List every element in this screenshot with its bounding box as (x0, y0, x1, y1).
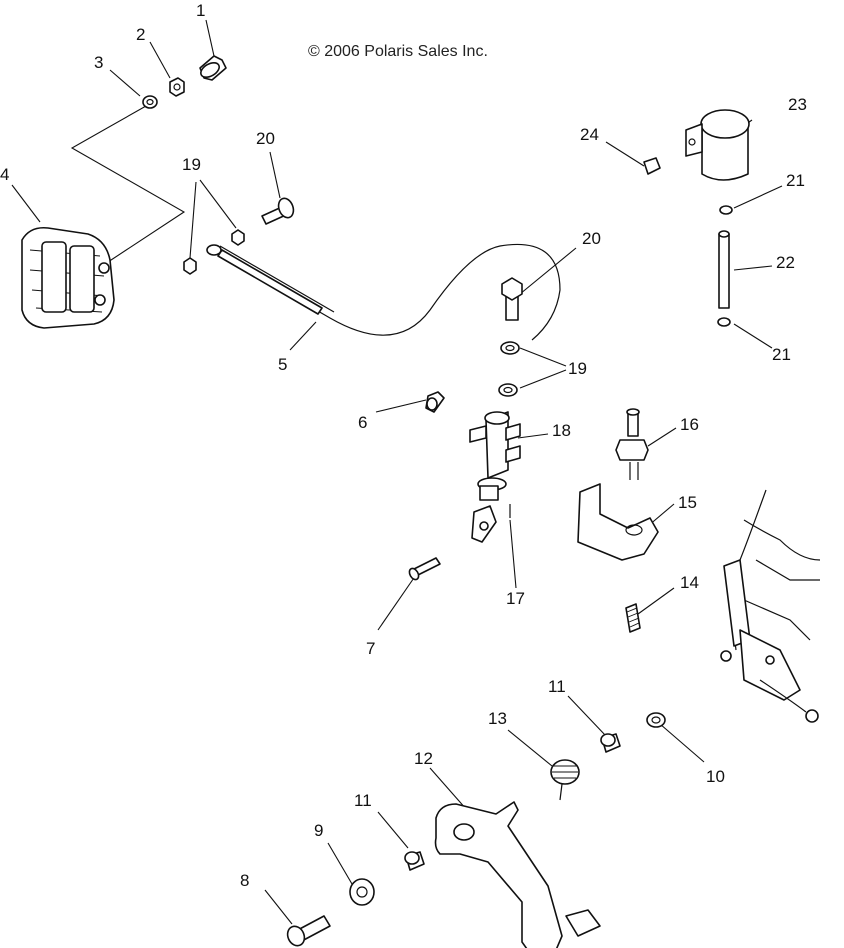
callout-15: 15 (678, 493, 697, 512)
part-9-washer (349, 878, 375, 906)
callout-20-upper: 20 (256, 129, 275, 148)
part-10-washer (646, 712, 666, 728)
part-8-pivot-bolt (286, 915, 331, 947)
part-21-clamp-lower (717, 317, 731, 327)
callout-21-lower: 21 (772, 345, 791, 364)
callout-9: 9 (314, 821, 323, 840)
callout-3: 3 (94, 53, 103, 72)
part-7-clevis-pin (408, 557, 441, 581)
part-18-master-cylinder (469, 411, 521, 501)
part-5-brake-line (206, 243, 561, 341)
part-15-switch-bracket (577, 483, 659, 561)
copyright-text: © 2006 Polaris Sales Inc. (308, 43, 488, 60)
callout-1: 1 (196, 1, 205, 20)
callout-2: 2 (136, 25, 145, 44)
part-19-washer-upper (183, 229, 245, 275)
callout-21-upper: 21 (786, 171, 805, 190)
callout-11-lower: 11 (354, 791, 372, 810)
part-6-fitting (425, 391, 445, 413)
callout-4: 4 (0, 165, 9, 184)
part-19-washer-lower (498, 341, 520, 397)
part-1-bolt (199, 55, 227, 81)
callout-19-upper: 19 (182, 155, 201, 174)
callout-22: 22 (776, 253, 795, 272)
callout-10: 10 (706, 767, 725, 786)
callout-18: 18 (552, 421, 571, 440)
part-20-banjo-bolt-upper (261, 197, 295, 225)
part-12-brake-pedal (434, 801, 601, 948)
callout-14: 14 (680, 573, 699, 592)
part-18-clevis (471, 505, 497, 543)
callout-6: 6 (358, 413, 367, 432)
part-24-screw (643, 157, 661, 175)
callout-23: 23 (788, 95, 807, 114)
callout-16: 16 (680, 415, 699, 434)
callout-13: 13 (488, 709, 507, 728)
part-21-clamp-upper (719, 205, 733, 215)
part-13-return-spring (550, 759, 580, 801)
part-4-caliper (21, 226, 115, 329)
callout-8: 8 (240, 871, 249, 890)
callout-19-lower: 19 (568, 359, 587, 378)
callout-5: 5 (278, 355, 287, 374)
callout-12: 12 (414, 749, 433, 768)
part-16-brake-switch (615, 408, 649, 480)
part-3-washer (142, 95, 158, 109)
callout-labels: 1 2 3 4 5 6 7 8 9 10 11 11 12 13 14 15 1… (0, 1, 807, 890)
part-23-reservoir (685, 109, 750, 181)
callout-17: 17 (506, 589, 525, 608)
callout-7: 7 (366, 639, 375, 658)
part-11-bushing-lower (404, 851, 425, 871)
leader-lines (11, 19, 783, 925)
part-11-bushing-upper (600, 733, 621, 753)
part-22-hose (718, 230, 730, 309)
callout-24: 24 (580, 125, 599, 144)
callout-11-upper: 11 (548, 677, 566, 696)
frame-section (720, 489, 821, 723)
callout-20-lower: 20 (582, 229, 601, 248)
part-2-nut (169, 77, 185, 97)
part-14-spring (625, 603, 641, 633)
part-20-banjo-bolt-lower (501, 277, 523, 321)
